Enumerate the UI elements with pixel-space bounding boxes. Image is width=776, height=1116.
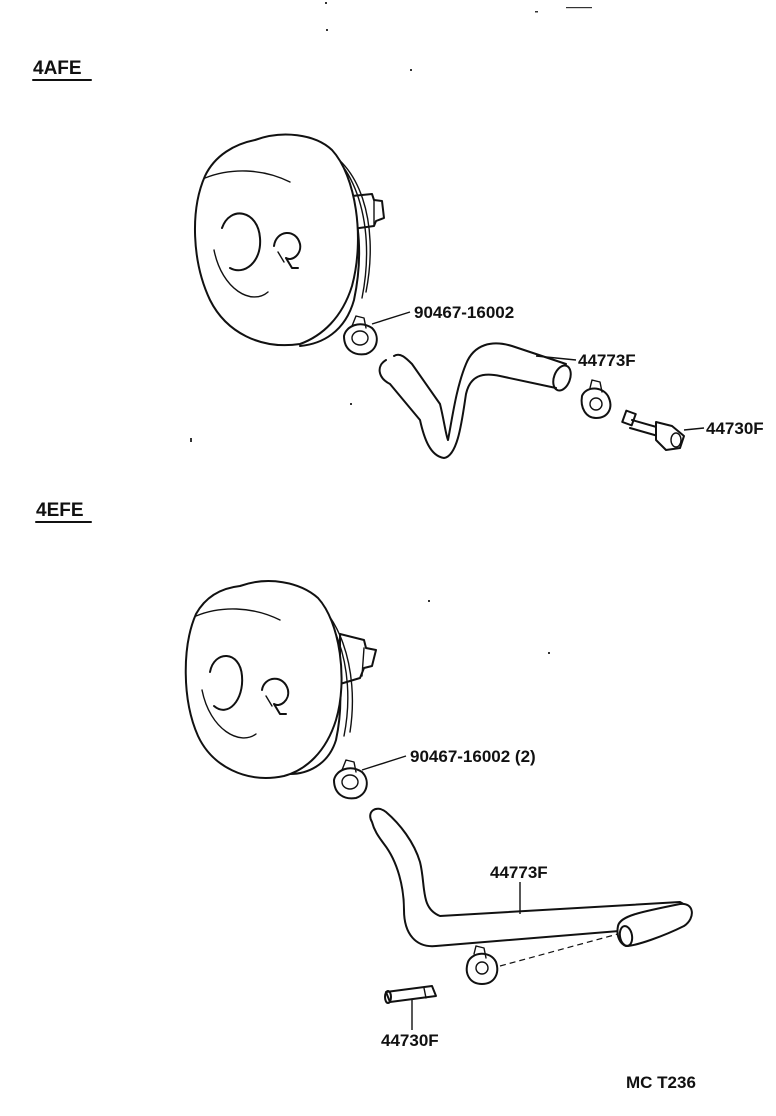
leader-clip bbox=[371, 311, 411, 325]
label-clip: 90467-16002 bbox=[414, 303, 514, 322]
leader-valve bbox=[683, 427, 705, 431]
label-valve-2: 44730F bbox=[381, 1031, 439, 1050]
label-hose: 44773F bbox=[578, 351, 636, 370]
label-hose-2: 44773F bbox=[490, 863, 548, 882]
scan-artifacts bbox=[190, 2, 592, 654]
label-valve: 44730F bbox=[706, 419, 764, 438]
section-title-4efe: 4EFE bbox=[36, 500, 84, 521]
hose-clip-2 bbox=[580, 379, 612, 419]
leader-hose bbox=[535, 355, 577, 361]
section-title-4afe: 4AFE bbox=[33, 58, 82, 79]
figure-code: MC T236 bbox=[626, 1073, 696, 1092]
section-4efe: 4EFE bbox=[35, 500, 693, 1050]
brake-booster-2 bbox=[184, 580, 377, 779]
check-valve-2 bbox=[384, 985, 437, 1004]
label-clip-2: 90467-16002 (2) bbox=[410, 747, 536, 766]
check-valve bbox=[621, 409, 685, 451]
vacuum-hose-2 bbox=[369, 807, 693, 948]
section-4afe: 4AFE bbox=[32, 58, 764, 459]
hose-clip-4 bbox=[465, 945, 499, 985]
vacuum-hose bbox=[378, 342, 572, 459]
brake-booster bbox=[194, 133, 385, 347]
hose-clip-3 bbox=[333, 759, 368, 800]
leader-clip-2 bbox=[361, 755, 407, 771]
hose-clip bbox=[343, 315, 378, 356]
assembly-dashed-line bbox=[499, 933, 619, 967]
